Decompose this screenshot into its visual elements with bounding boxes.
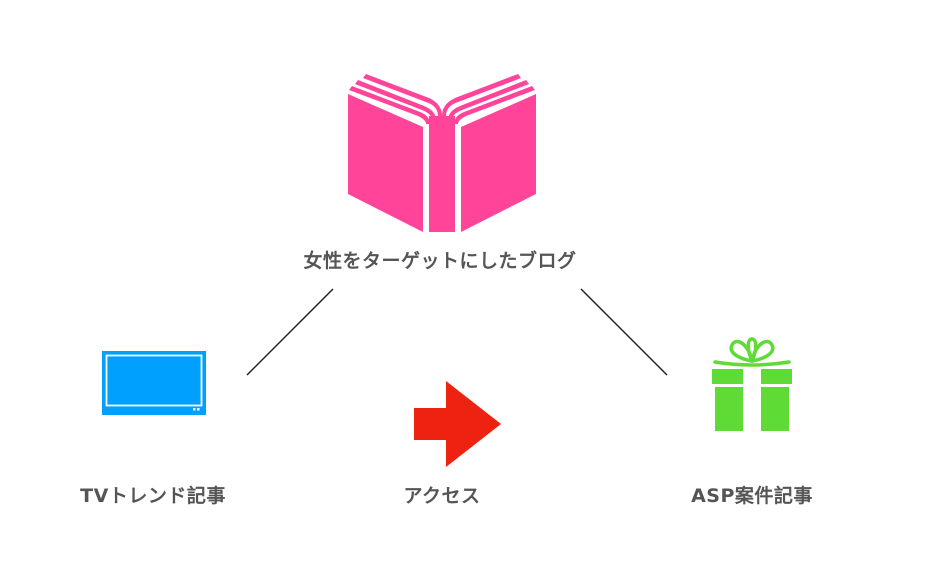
connector-root-to-tv [246, 288, 334, 376]
tv-monitor-icon [102, 351, 206, 415]
gift-box-icon [712, 337, 792, 431]
root-label: 女性をターゲットにしたブログ [303, 250, 577, 272]
access-label: アクセス [403, 485, 481, 507]
asp-article-label: ASP案件記事 [691, 485, 813, 507]
open-book-icon [348, 74, 536, 232]
right-arrow-icon [414, 381, 501, 467]
connector-root-to-asp [580, 288, 668, 376]
tv-trend-article-label: TVトレンド記事 [80, 485, 226, 507]
